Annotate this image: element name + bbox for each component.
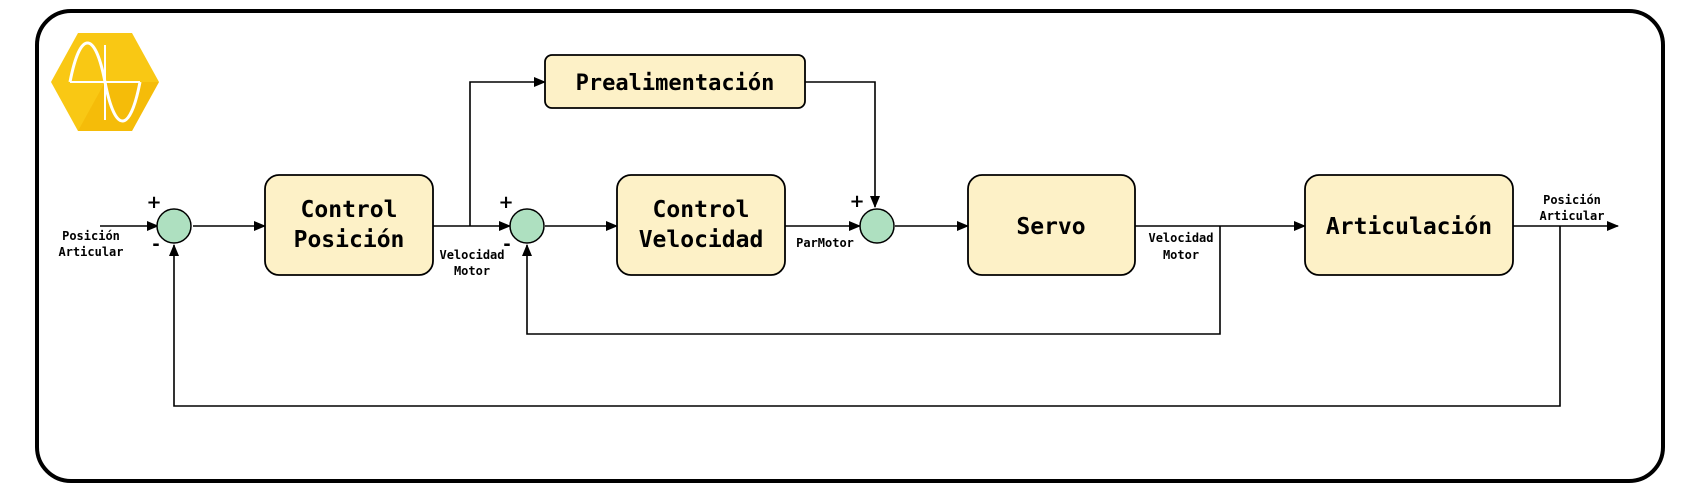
par-motor-label: ParMotor (796, 236, 854, 250)
input-label-line2: Articular (58, 245, 123, 259)
sum2-minus-sign: - (503, 234, 510, 255)
sum2-plus-sign: + (498, 192, 513, 213)
sum-junction-3: + (849, 191, 895, 244)
sum1-minus-sign: - (152, 234, 159, 255)
position-control-label-line2: Posición (294, 227, 405, 253)
sum-junction-2: + - (498, 192, 545, 255)
velocity-control-block: Control Velocidad (616, 174, 786, 276)
feedforward-block: Prealimentación (544, 54, 806, 109)
input-label-line1: Posición (62, 229, 120, 243)
sum-junction-1: + - (146, 192, 192, 255)
feedforward-label: Prealimentación (576, 71, 775, 96)
sum3-plus-sign: + (849, 191, 864, 212)
servo-block: Servo (967, 174, 1136, 276)
output-label-line1: Posición (1543, 193, 1601, 207)
signal-labels: Posición Articular Velocidad Motor ParMo… (58, 193, 1604, 278)
joint-block: Articulación (1304, 174, 1514, 276)
velocity-motor-2-label-line2: Motor (1163, 248, 1199, 262)
velocity-control-label-line1: Control (653, 197, 750, 223)
velocity-control-label-line2: Velocidad (639, 227, 764, 253)
servo-label: Servo (1016, 214, 1085, 240)
velocity-motor-1-label-line1: Velocidad (439, 248, 504, 262)
position-control-block: Control Posición (264, 174, 434, 276)
position-control-label-line1: Control (301, 197, 398, 223)
velocity-motor-2-label-line1: Velocidad (1148, 231, 1213, 245)
output-label-line2: Articular (1539, 209, 1604, 223)
velocity-motor-1-label-line2: Motor (454, 264, 490, 278)
sum1-plus-sign: + (146, 192, 161, 213)
sine-wave-hexagon-logo (51, 33, 159, 131)
connections (100, 77, 1619, 407)
joint-label: Articulación (1326, 214, 1492, 240)
